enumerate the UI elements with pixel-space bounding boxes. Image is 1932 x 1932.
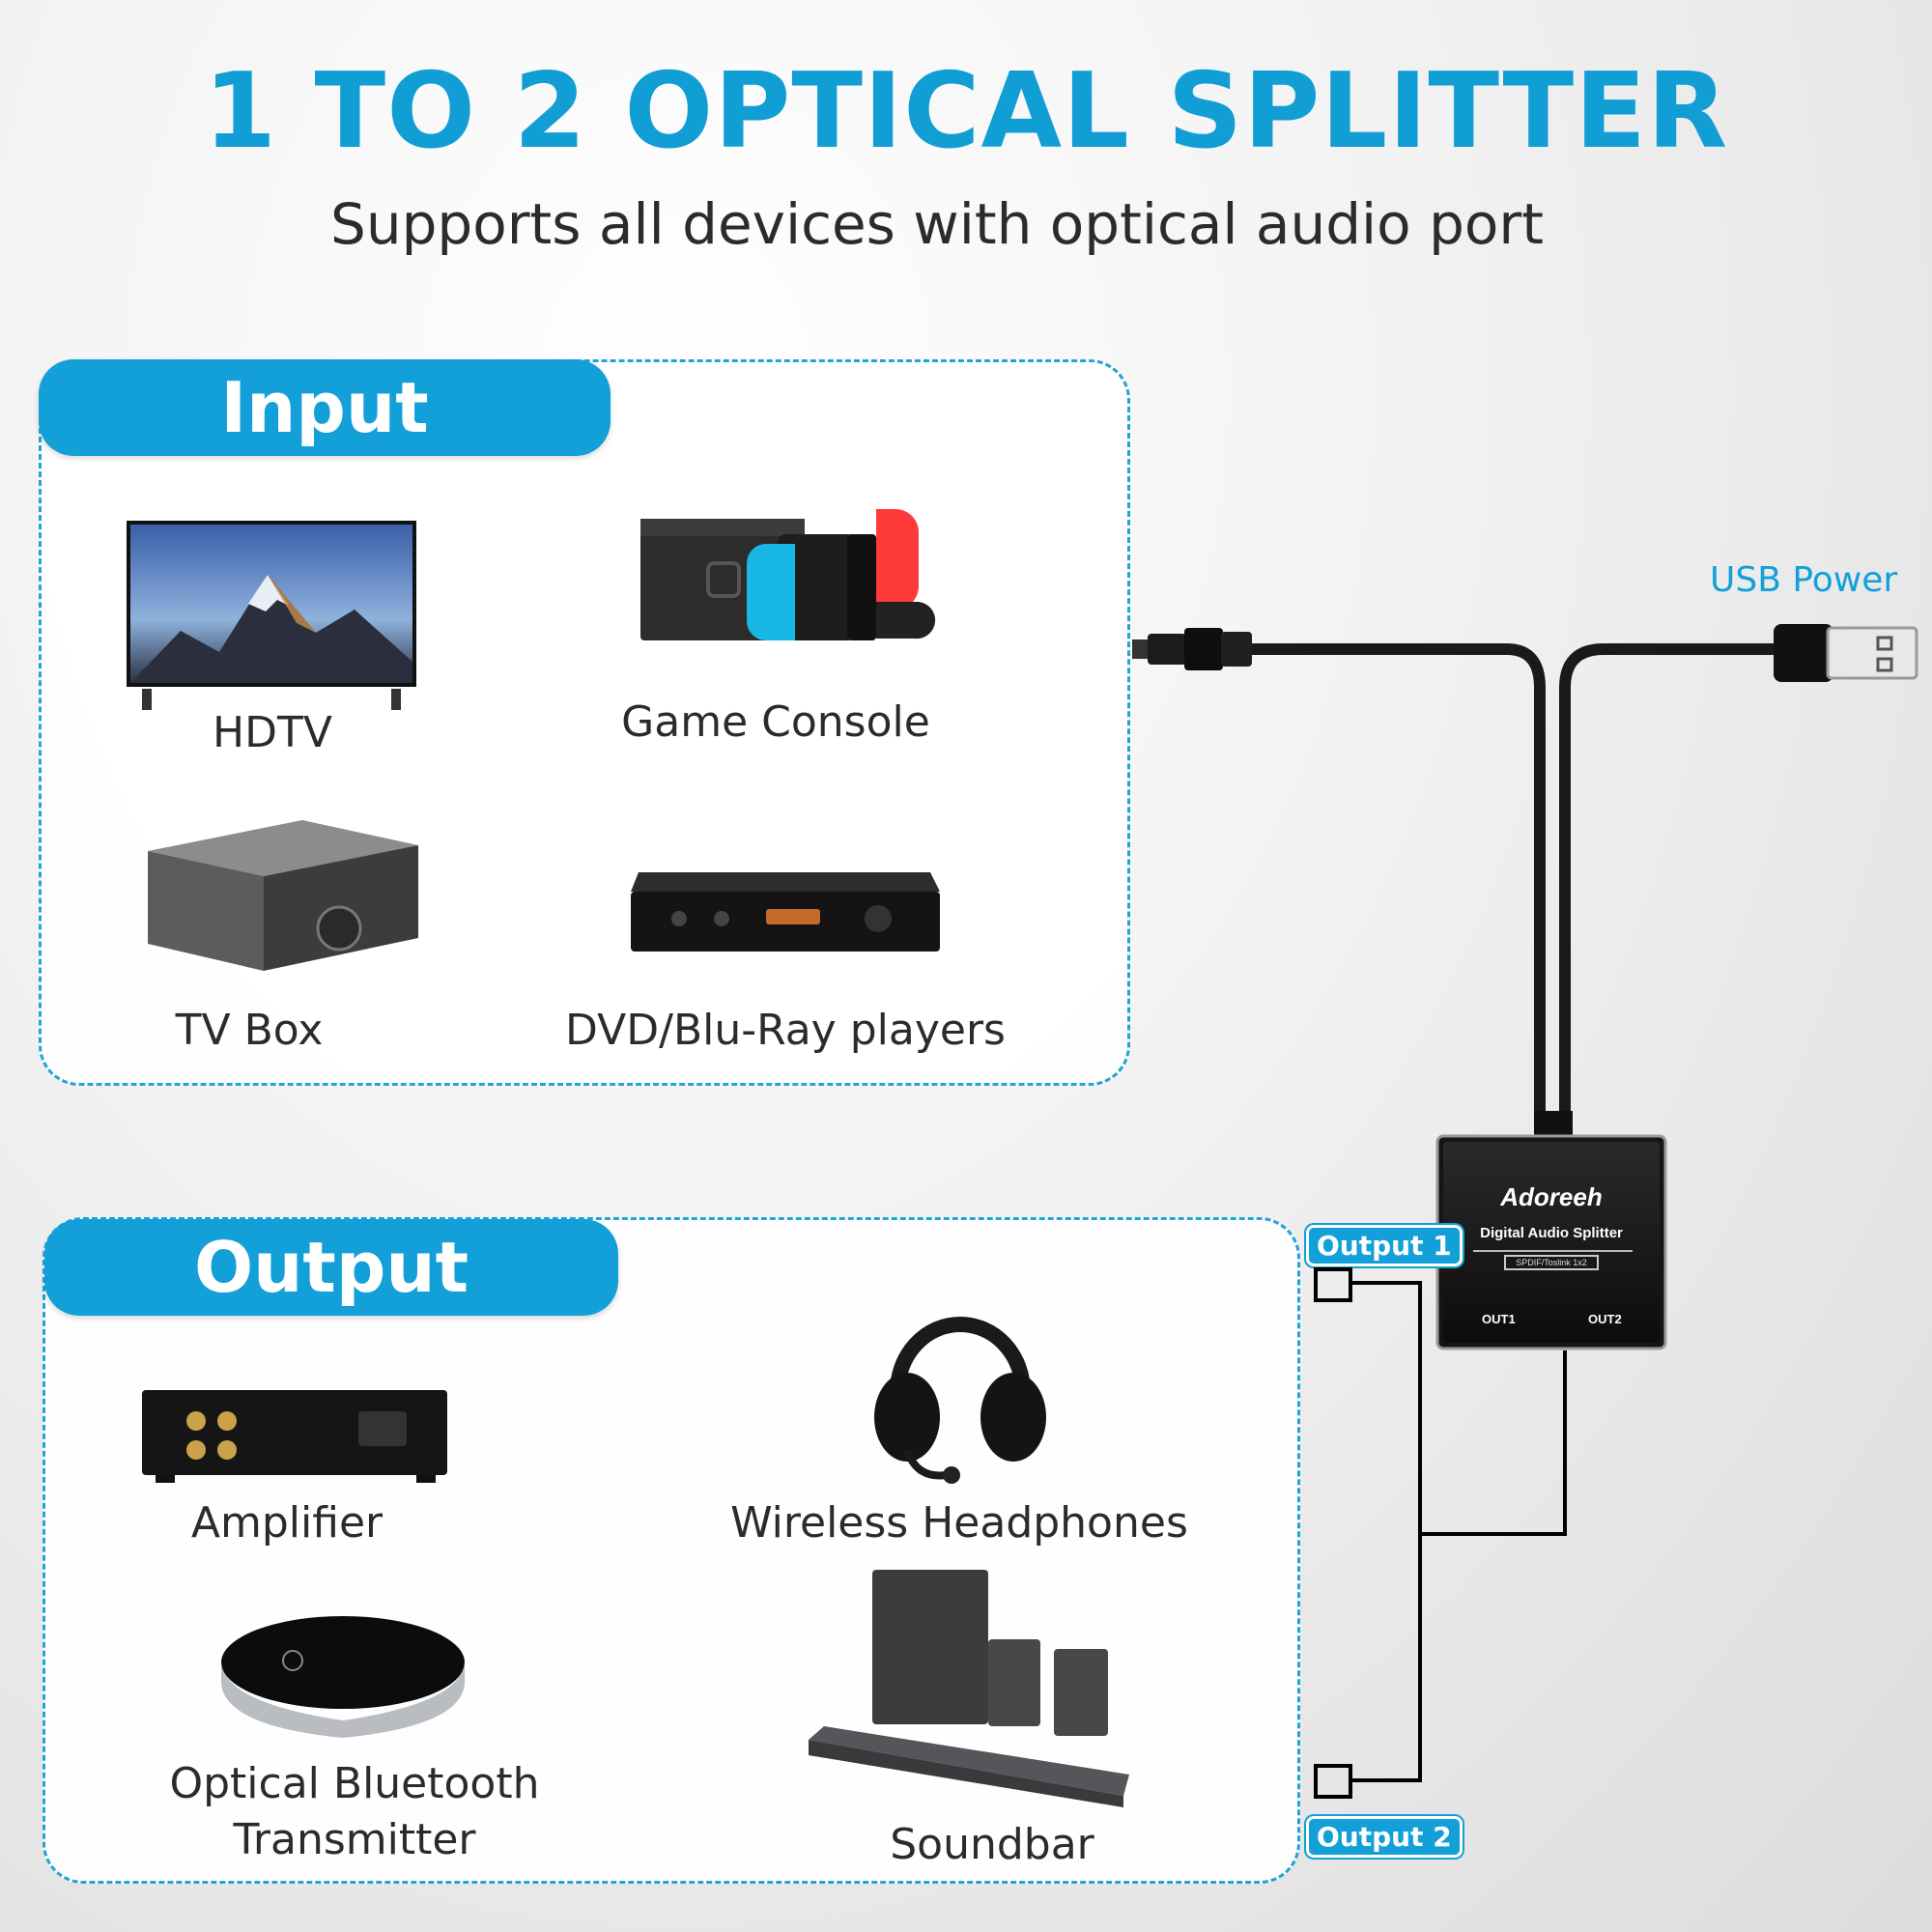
game-console-icon (640, 509, 936, 640)
output-panel: Amplifier Wireless Headphones Optical Bl… (43, 1217, 1300, 1884)
soundbar-icon (809, 1570, 1129, 1807)
headphones-icon (874, 1317, 1046, 1484)
device-label-amplifier: Amplifier (190, 1498, 384, 1548)
usb-connector-icon (1774, 624, 1918, 682)
splitter-spec: SPDIF/Toslink 1x2 (1516, 1258, 1587, 1267)
input-panel: HDTV Game Console TV Box DVD/Blu-Ray pla… (39, 359, 1130, 1086)
output2-port-marker (1314, 1764, 1352, 1799)
page-subtitle: Supports all devices with optical audio … (330, 191, 1544, 257)
device-label-hdtv: HDTV (213, 708, 332, 757)
hdtv-icon (127, 521, 416, 710)
splitter-port-out1: OUT1 (1482, 1312, 1516, 1326)
splitter-port-out2: OUT2 (1588, 1312, 1622, 1326)
output2-line (1352, 1534, 1422, 1782)
output1-label: Output 1 (1306, 1225, 1463, 1266)
output2-label: Output 2 (1306, 1816, 1463, 1858)
dvd-player-icon (631, 872, 940, 952)
device-label-optical-bluetooth-transmitter: Optical Bluetooth Transmitter (169, 1759, 540, 1865)
optical-input-cable (1246, 643, 1546, 1121)
device-label-soundbar: Soundbar (890, 1820, 1094, 1869)
device-label-tv-box: TV Box (175, 1006, 324, 1055)
bluetooth-transmitter-icon (221, 1616, 465, 1738)
amplifier-icon (142, 1390, 447, 1483)
tv-box-icon (148, 820, 418, 971)
input-tab: Input (39, 359, 611, 456)
output1-port-marker (1314, 1267, 1352, 1302)
splitter-model: Digital Audio Splitter (1480, 1225, 1623, 1241)
optical-connector-icon (1132, 628, 1252, 670)
page-title: 1 TO 2 OPTICAL SPLITTER (203, 51, 1729, 172)
usb-power-cable (1559, 643, 1787, 1121)
device-label-game-console: Game Console (621, 697, 930, 747)
device-label-dvd-bluray: DVD/Blu-Ray players (565, 1006, 1006, 1055)
splitter-brand: Adoreeh (1500, 1182, 1603, 1211)
splitter-box (1435, 1134, 1667, 1350)
usb-power-label: USB Power (1710, 560, 1898, 600)
output-tab: Output (44, 1219, 618, 1316)
device-label-wireless-headphones: Wireless Headphones (730, 1498, 1188, 1548)
